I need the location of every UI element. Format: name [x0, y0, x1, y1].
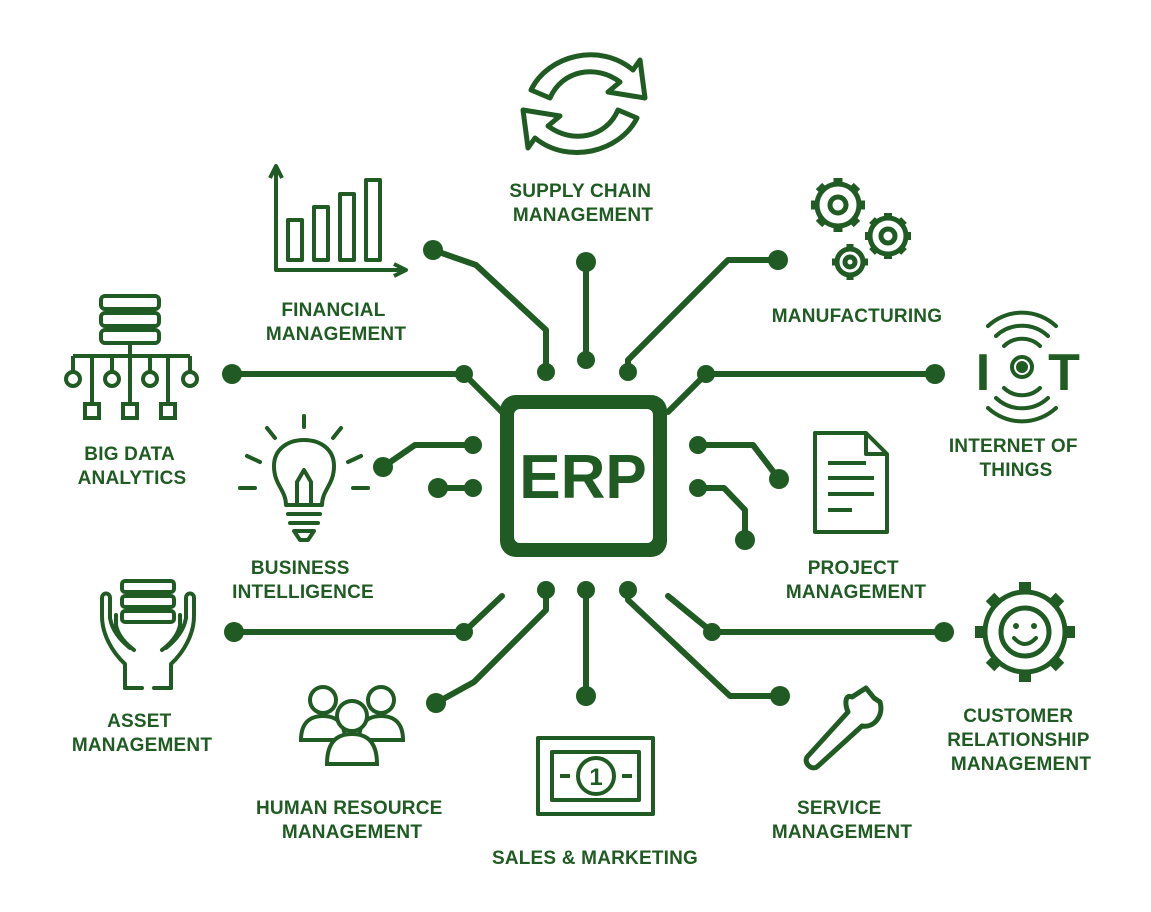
- label-iot: INTERNET OF THINGS: [949, 436, 1083, 481]
- label-asset: ASSET MANAGEMENT: [72, 711, 212, 756]
- node: [537, 363, 555, 381]
- node: [925, 364, 945, 384]
- label-supply-chain: SUPPLY CHAIN MANAGEMENT: [509, 181, 656, 226]
- node: [576, 252, 596, 272]
- trace-service: [625, 587, 783, 699]
- label-business-intelligence: BUSINESS INTELLIGENCE: [232, 558, 374, 603]
- smile-gear-icon: [975, 582, 1075, 682]
- gears-icon: [811, 178, 911, 280]
- microchip-icon: ERP: [500, 395, 667, 557]
- node: [455, 365, 473, 383]
- label-big-data: BIG DATA ANALYTICS: [78, 444, 187, 489]
- cycle-arrows-icon: [520, 52, 648, 155]
- node: [934, 622, 954, 642]
- node: [619, 581, 637, 599]
- label-manufacturing: MANUFACTURING: [772, 306, 942, 327]
- node: [619, 363, 637, 381]
- erp-label: ERP: [519, 443, 646, 512]
- node: [735, 530, 755, 550]
- node: [770, 686, 790, 706]
- iot-icon: I T: [976, 310, 1080, 424]
- document-icon: [813, 431, 889, 534]
- node: [577, 581, 595, 599]
- label-service: SERVICE MANAGEMENT: [772, 798, 912, 843]
- node: [689, 479, 707, 497]
- bar-chart-icon: [268, 164, 408, 278]
- trace-project-2: [695, 485, 748, 543]
- label-financial: FINANCIAL MANAGEMENT: [266, 300, 406, 345]
- node: [703, 623, 721, 641]
- node: [769, 469, 789, 489]
- node: [689, 436, 707, 454]
- banknote-icon: 1: [536, 736, 655, 816]
- trace-financial: [430, 247, 549, 375]
- banknote-symbol: 1: [589, 764, 602, 791]
- label-project: PROJECT MANAGEMENT: [786, 558, 926, 603]
- label-hr: HUMAN RESOURCE MANAGEMENT: [256, 798, 448, 843]
- node: [697, 365, 715, 383]
- node: [222, 364, 242, 384]
- lightbulb-icon: [238, 414, 370, 542]
- node: [373, 457, 393, 477]
- trace-manufacturing: [625, 257, 781, 375]
- module-labels: SUPPLY CHAIN MANAGEMENT FINANCIAL MANAGE…: [72, 181, 1095, 869]
- trace-hr: [433, 587, 549, 706]
- node: [455, 623, 473, 641]
- iot-letter-t: T: [1048, 344, 1080, 402]
- label-crm: CUSTOMER RELATIONSHIP MANAGEMENT: [947, 706, 1095, 775]
- database-network-icon: [64, 294, 199, 420]
- node: [464, 479, 482, 497]
- node: [576, 686, 596, 706]
- node: [537, 581, 555, 599]
- node: [224, 622, 244, 642]
- wrench-icon: [803, 685, 884, 771]
- node: [577, 351, 595, 369]
- trace-nodes: [222, 240, 954, 713]
- people-icon: [298, 685, 406, 766]
- hands-database-icon: [100, 579, 196, 690]
- trace-project-1: [695, 442, 782, 482]
- node: [423, 240, 443, 260]
- node: [426, 693, 446, 713]
- iot-letter-i: I: [976, 344, 990, 402]
- trace-bi-1: [380, 442, 476, 470]
- node: [768, 250, 788, 270]
- label-sales: SALES & MARKETING: [492, 848, 698, 869]
- node: [464, 436, 482, 454]
- node: [428, 478, 448, 498]
